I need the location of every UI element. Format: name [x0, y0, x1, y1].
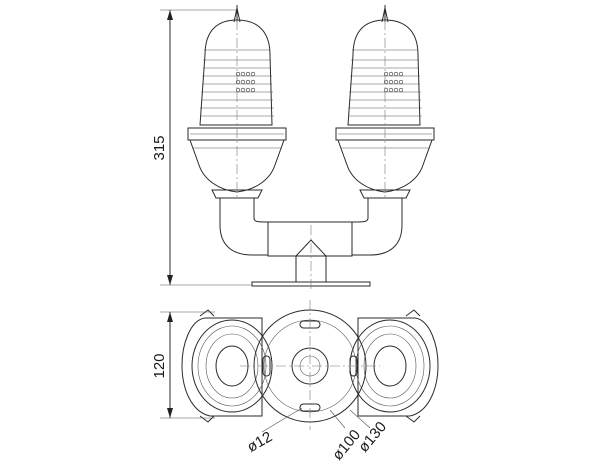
width-label: 120 — [151, 353, 168, 378]
height-dimension: 315 — [151, 9, 252, 286]
flange-diameter-label: ø130 — [355, 419, 390, 456]
hole-diameter-label: ø12 — [244, 428, 275, 456]
right-lamp-dome — [335, 5, 435, 199]
base-flange-top — [240, 300, 380, 430]
right-lamp-top — [349, 309, 439, 423]
top-view — [181, 300, 439, 433]
width-dimension: 120 — [151, 311, 215, 419]
support-pipes — [219, 198, 403, 287]
front-view — [187, 5, 435, 290]
left-led-array — [235, 71, 256, 93]
height-label: 315 — [151, 135, 168, 160]
right-led-array — [383, 71, 404, 93]
